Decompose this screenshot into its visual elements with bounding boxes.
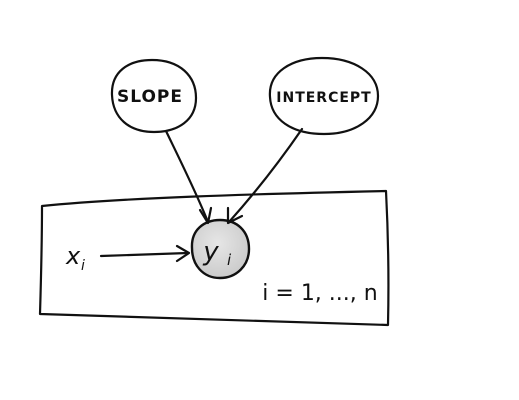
y-circle [190,218,251,280]
x-input: x i [65,242,85,274]
slope-label: SLOPE [117,87,183,107]
y-symbol: y [202,237,219,267]
y-label: y [202,237,219,267]
intercept-node: INTERCEPT [268,56,380,136]
slope-circle [110,58,198,134]
x-to-y-arrow [99,244,191,263]
x-label: x [65,242,81,270]
intercept-label: INTERCEPT [276,90,371,106]
intercept-to-y-arrow [226,127,304,225]
slope-to-y-arrow [164,129,213,225]
y-subscript: i [227,251,232,269]
plate-index-label: i = 1, ..., n [262,281,377,306]
x-subscript: i [81,258,85,274]
slope-node: SLOPE [110,58,198,134]
intercept-circle [268,56,380,136]
plate-rectangle [38,189,390,327]
y-node: y i [190,218,251,280]
